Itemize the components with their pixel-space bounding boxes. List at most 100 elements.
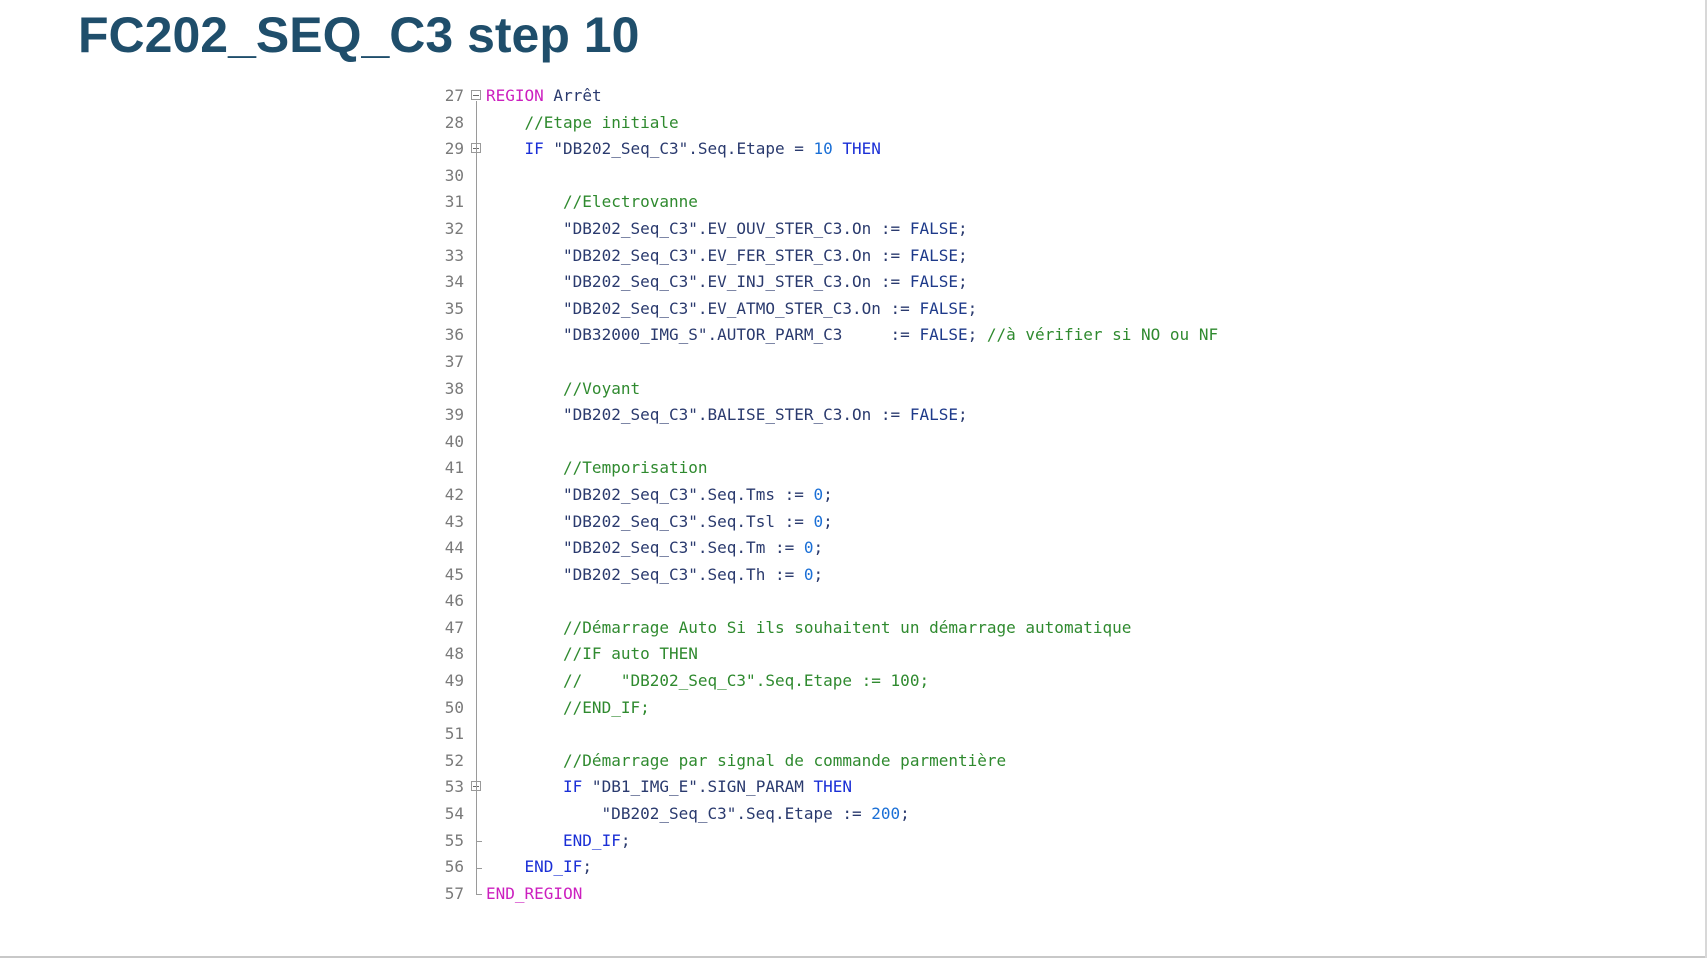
code-line[interactable]: 31//Electrovanne xyxy=(430,189,1310,216)
code-token: FALSE xyxy=(909,405,958,425)
code-text: // "DB202_Seq_C3".Seq.Etape := 100; xyxy=(563,668,929,695)
code-token: //Temporisation xyxy=(563,458,708,478)
code-token: ; xyxy=(823,484,833,504)
code-line[interactable]: 35"DB202_Seq_C3".EV_ATMO_STER_C3.On := F… xyxy=(430,296,1310,323)
code-token: ; xyxy=(957,245,968,265)
code-text: //Etape initiale xyxy=(525,110,679,137)
line-number: 28 xyxy=(444,112,464,132)
line-number: 32 xyxy=(444,218,464,238)
code-line[interactable]: 56 END_IF; xyxy=(430,854,1310,881)
code-line[interactable]: 50//END_IF; xyxy=(430,695,1310,722)
code-line[interactable]: 46 xyxy=(430,588,1310,615)
code-text: "DB202_Seq_C3".Seq.Etape := 200; xyxy=(602,801,910,828)
code-token: ; xyxy=(620,830,631,850)
code-line[interactable]: 41 //Temporisation xyxy=(430,455,1310,482)
code-token: 0 xyxy=(813,484,824,504)
line-number: 46 xyxy=(444,591,464,611)
code-token: //Electrovanne xyxy=(563,192,698,212)
code-token: ; xyxy=(813,538,824,558)
fold-end-marker xyxy=(476,867,482,869)
code-line[interactable]: 47//Démarrage Auto Si ils souhaitent un … xyxy=(430,615,1310,642)
line-number: 42 xyxy=(444,484,464,504)
line-number: 48 xyxy=(444,644,464,664)
code-token: // "DB202_Seq_C3".Seq.Etape := 100; xyxy=(563,671,930,691)
line-number: 29 xyxy=(444,139,464,159)
code-line[interactable]: 30 xyxy=(430,163,1310,190)
code-token: IF xyxy=(524,139,544,159)
line-number: 38 xyxy=(444,378,464,398)
code-line[interactable]: 40 xyxy=(430,429,1310,456)
code-line[interactable]: 43"DB202_Seq_C3".Seq.Tsl := 0; xyxy=(430,509,1310,536)
code-text: "DB32000_IMG_S".AUTOR_PARM_C3 := FALSE; … xyxy=(563,322,1218,349)
code-text: END_REGION xyxy=(486,881,582,908)
code-line[interactable]: 36 "DB32000_IMG_S".AUTOR_PARM_C3 := FALSE… xyxy=(430,322,1310,349)
bottom-divider xyxy=(0,956,1707,958)
code-token: //IF auto THEN xyxy=(563,644,698,664)
code-token: "DB202_Seq_C3".Seq.Etape = xyxy=(543,139,814,159)
code-line[interactable]: 54"DB202_Seq_C3".Seq.Etape := 200; xyxy=(430,801,1310,828)
line-number: 41 xyxy=(444,458,464,478)
code-line[interactable]: 52 //Démarrage par signal de commande par… xyxy=(430,748,1310,775)
code-token: //à vérifier si NO ou NF xyxy=(986,325,1219,345)
code-line[interactable]: 32 "DB202_Seq_C3".EV_OUV_STER_C3.On := FA… xyxy=(430,216,1310,243)
code-token: "DB202_Seq_C3".Seq.Etape := xyxy=(601,804,872,824)
line-number: 57 xyxy=(444,883,464,903)
collapse-icon[interactable] xyxy=(471,90,481,100)
code-token: //Etape initiale xyxy=(524,112,679,132)
code-token: "DB202_Seq_C3".Seq.Tsl := xyxy=(563,511,814,531)
code-line[interactable]: 42 "DB202_Seq_C3".Seq.Tms := 0; xyxy=(430,482,1310,509)
line-number: 36 xyxy=(444,325,464,345)
code-line[interactable]: 34"DB202_Seq_C3".EV_INJ_STER_C3.On := FA… xyxy=(430,269,1310,296)
code-line[interactable]: 45"DB202_Seq_C3".Seq.Th := 0; xyxy=(430,562,1310,589)
code-token: 10 xyxy=(813,139,833,159)
code-line[interactable]: 48 //IF auto THEN xyxy=(430,641,1310,668)
code-token: FALSE xyxy=(919,298,968,318)
code-line[interactable]: 28 //Etape initiale xyxy=(430,110,1310,137)
code-token: THEN xyxy=(813,777,853,797)
code-token: ; xyxy=(967,298,978,318)
code-text: "DB202_Seq_C3".EV_OUV_STER_C3.On := FALS… xyxy=(563,216,968,243)
line-number: 43 xyxy=(444,511,464,531)
code-line[interactable]: 51 xyxy=(430,721,1310,748)
code-token: ; xyxy=(967,325,987,345)
line-number: 52 xyxy=(444,750,464,770)
code-text: "DB202_Seq_C3".EV_FER_STER_C3.On := FALS… xyxy=(563,243,968,270)
code-token: 0 xyxy=(813,511,824,531)
code-line[interactable]: 49// "DB202_Seq_C3".Seq.Etape := 100; xyxy=(430,668,1310,695)
code-line[interactable]: 44"DB202_Seq_C3".Seq.Tm := 0; xyxy=(430,535,1310,562)
code-token: IF xyxy=(563,777,583,797)
code-token: //END_IF; xyxy=(563,697,650,717)
code-line[interactable]: 39"DB202_Seq_C3".BALISE_STER_C3.On := FA… xyxy=(430,402,1310,429)
code-token: "DB202_Seq_C3".Seq.Th := xyxy=(563,564,804,584)
code-token: Arrêt xyxy=(543,86,602,105)
code-token: FALSE xyxy=(909,245,958,265)
code-text: "DB202_Seq_C3".EV_ATMO_STER_C3.On := FAL… xyxy=(563,296,977,323)
code-line[interactable]: 38 //Voyant xyxy=(430,376,1310,403)
line-number: 56 xyxy=(444,857,464,877)
code-text: IF "DB202_Seq_C3".Seq.Etape = 10 THEN xyxy=(525,136,881,163)
code-text: END_IF; xyxy=(525,854,592,881)
code-text: "DB202_Seq_C3".Seq.Th := 0; xyxy=(563,562,823,589)
code-token: //Démarrage par signal de commande parme… xyxy=(563,750,1007,770)
code-token: "DB202_Seq_C3".Seq.Tms := xyxy=(563,484,814,504)
code-token: ; xyxy=(957,272,968,292)
code-text: //Démarrage par signal de commande parme… xyxy=(563,748,1006,775)
code-token: ; xyxy=(813,564,824,584)
code-line[interactable]: 33"DB202_Seq_C3".EV_FER_STER_C3.On := FA… xyxy=(430,243,1310,270)
code-token: ; xyxy=(582,857,592,877)
line-number: 55 xyxy=(444,830,464,850)
line-number: 40 xyxy=(444,431,464,451)
code-token: //Voyant xyxy=(563,378,641,398)
code-line[interactable]: 57 END_REGION xyxy=(430,881,1310,908)
code-token: "DB202_Seq_C3".BALISE_STER_C3.On := xyxy=(563,405,910,425)
line-number: 44 xyxy=(444,538,464,558)
fold-guide xyxy=(476,154,477,868)
code-line[interactable]: 29 IF "DB202_Seq_C3".Seq.Etape = 10 THEN xyxy=(430,136,1310,163)
line-number: 34 xyxy=(444,272,464,292)
code-text: //IF auto THEN xyxy=(563,641,698,668)
code-line[interactable]: 37 xyxy=(430,349,1310,376)
